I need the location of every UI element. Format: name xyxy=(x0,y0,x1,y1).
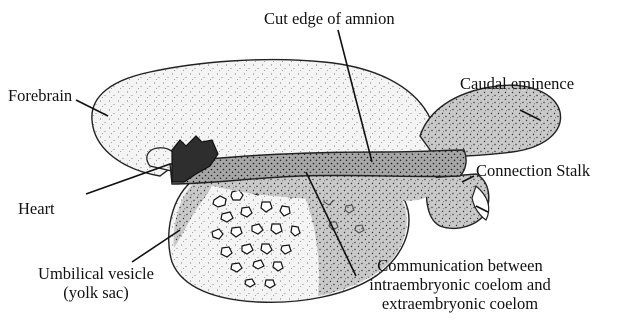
label-communication-line1: Communication between xyxy=(350,256,570,275)
label-communication-line3: extraembryonic coelom xyxy=(350,294,570,313)
leader-heart xyxy=(86,164,170,194)
label-umbilical-vesicle-line1: Umbilical vesicle xyxy=(6,264,186,283)
label-communication: Communication between intraembryonic coe… xyxy=(350,256,570,313)
label-umbilical-vesicle: Umbilical vesicle (yolk sac) xyxy=(6,264,186,302)
label-umbilical-vesicle-line2: (yolk sac) xyxy=(6,283,186,302)
label-cut-edge-of-amnion: Cut edge of amnion xyxy=(264,9,395,28)
label-heart: Heart xyxy=(18,199,55,218)
caudal-eminence xyxy=(420,85,561,158)
label-caudal-eminence: Caudal eminence xyxy=(460,74,574,93)
label-connection-stalk: Connection Stalk xyxy=(476,161,590,180)
label-communication-line2: intraembryonic coelom and xyxy=(350,275,570,294)
label-forebrain: Forebrain xyxy=(8,86,72,105)
